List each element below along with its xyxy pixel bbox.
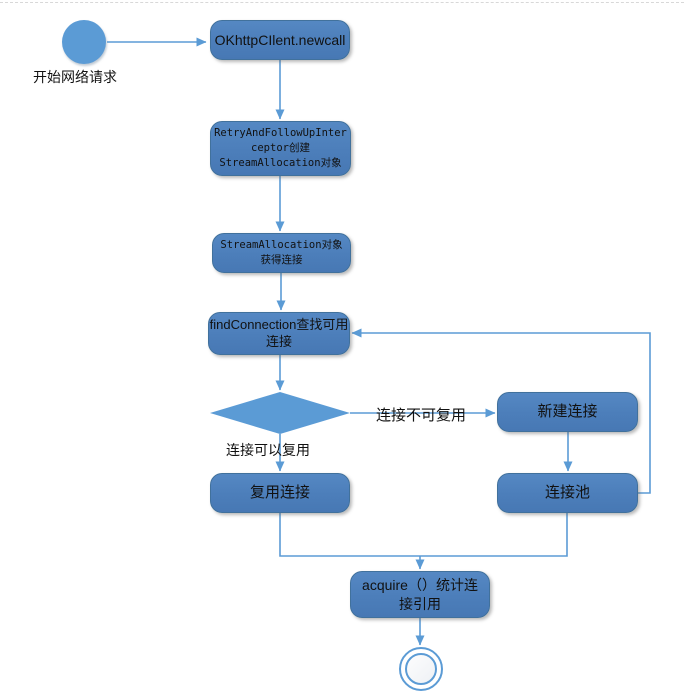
node-retry-line-3: StreamAllocation对象	[219, 157, 342, 170]
page-break-dashed-line	[0, 2, 684, 3]
node-acquire-line-2: 接引用	[399, 595, 441, 612]
start-node-circle	[62, 20, 106, 64]
decision-diamond	[210, 392, 350, 434]
node-stream-line-1: StreamAllocation对象	[220, 238, 343, 251]
node-reuse-connection: 复用连接	[210, 473, 350, 513]
node-acquire-line-1: acquire（）统计连	[362, 577, 478, 594]
edge-label-connection-not-reusable: 连接不可复用	[376, 407, 467, 424]
node-retryandfollowup-create-streamallocation: RetryAndFollowUpInter ceptor创建 StreamAll…	[210, 121, 351, 176]
node-streamallocation-get-connection: StreamAllocation对象 获得连接	[212, 233, 351, 273]
node-stream-line-2: 获得连接	[260, 254, 303, 266]
end-node-circle	[399, 647, 443, 691]
node-connection-pool: 连接池	[497, 473, 638, 513]
node-connection-pool-label: 连接池	[544, 484, 590, 502]
node-findconnection: findConnection查找可用 连接	[208, 312, 350, 355]
end-node-inner-circle	[405, 653, 437, 685]
edge-pool-to-find-loop	[351, 328, 651, 494]
node-find-line-1: findConnection查找可用	[209, 316, 349, 332]
node-retry-line-1: RetryAndFollowUpInter	[214, 126, 347, 139]
edge-merge-line	[279, 513, 568, 557]
start-node-label: 开始网络请求	[33, 69, 117, 85]
node-okhttpclient-newcall: OKhttpCIlent.newcall	[210, 20, 350, 60]
node-retry-line-2: ceptor创建	[251, 141, 310, 154]
node-okhttpclient-newcall-label: OKhttpCIlent.newcall	[214, 31, 346, 48]
node-reuse-connection-label: 复用连接	[249, 484, 310, 502]
node-new-connection: 新建连接	[497, 392, 638, 432]
node-acquire-count-reference: acquire（）统计连 接引用	[350, 571, 490, 618]
edge-label-connection-reusable: 连接可以复用	[226, 442, 310, 458]
node-new-connection-label: 新建连接	[537, 403, 598, 421]
node-find-line-2: 连接	[265, 333, 292, 349]
